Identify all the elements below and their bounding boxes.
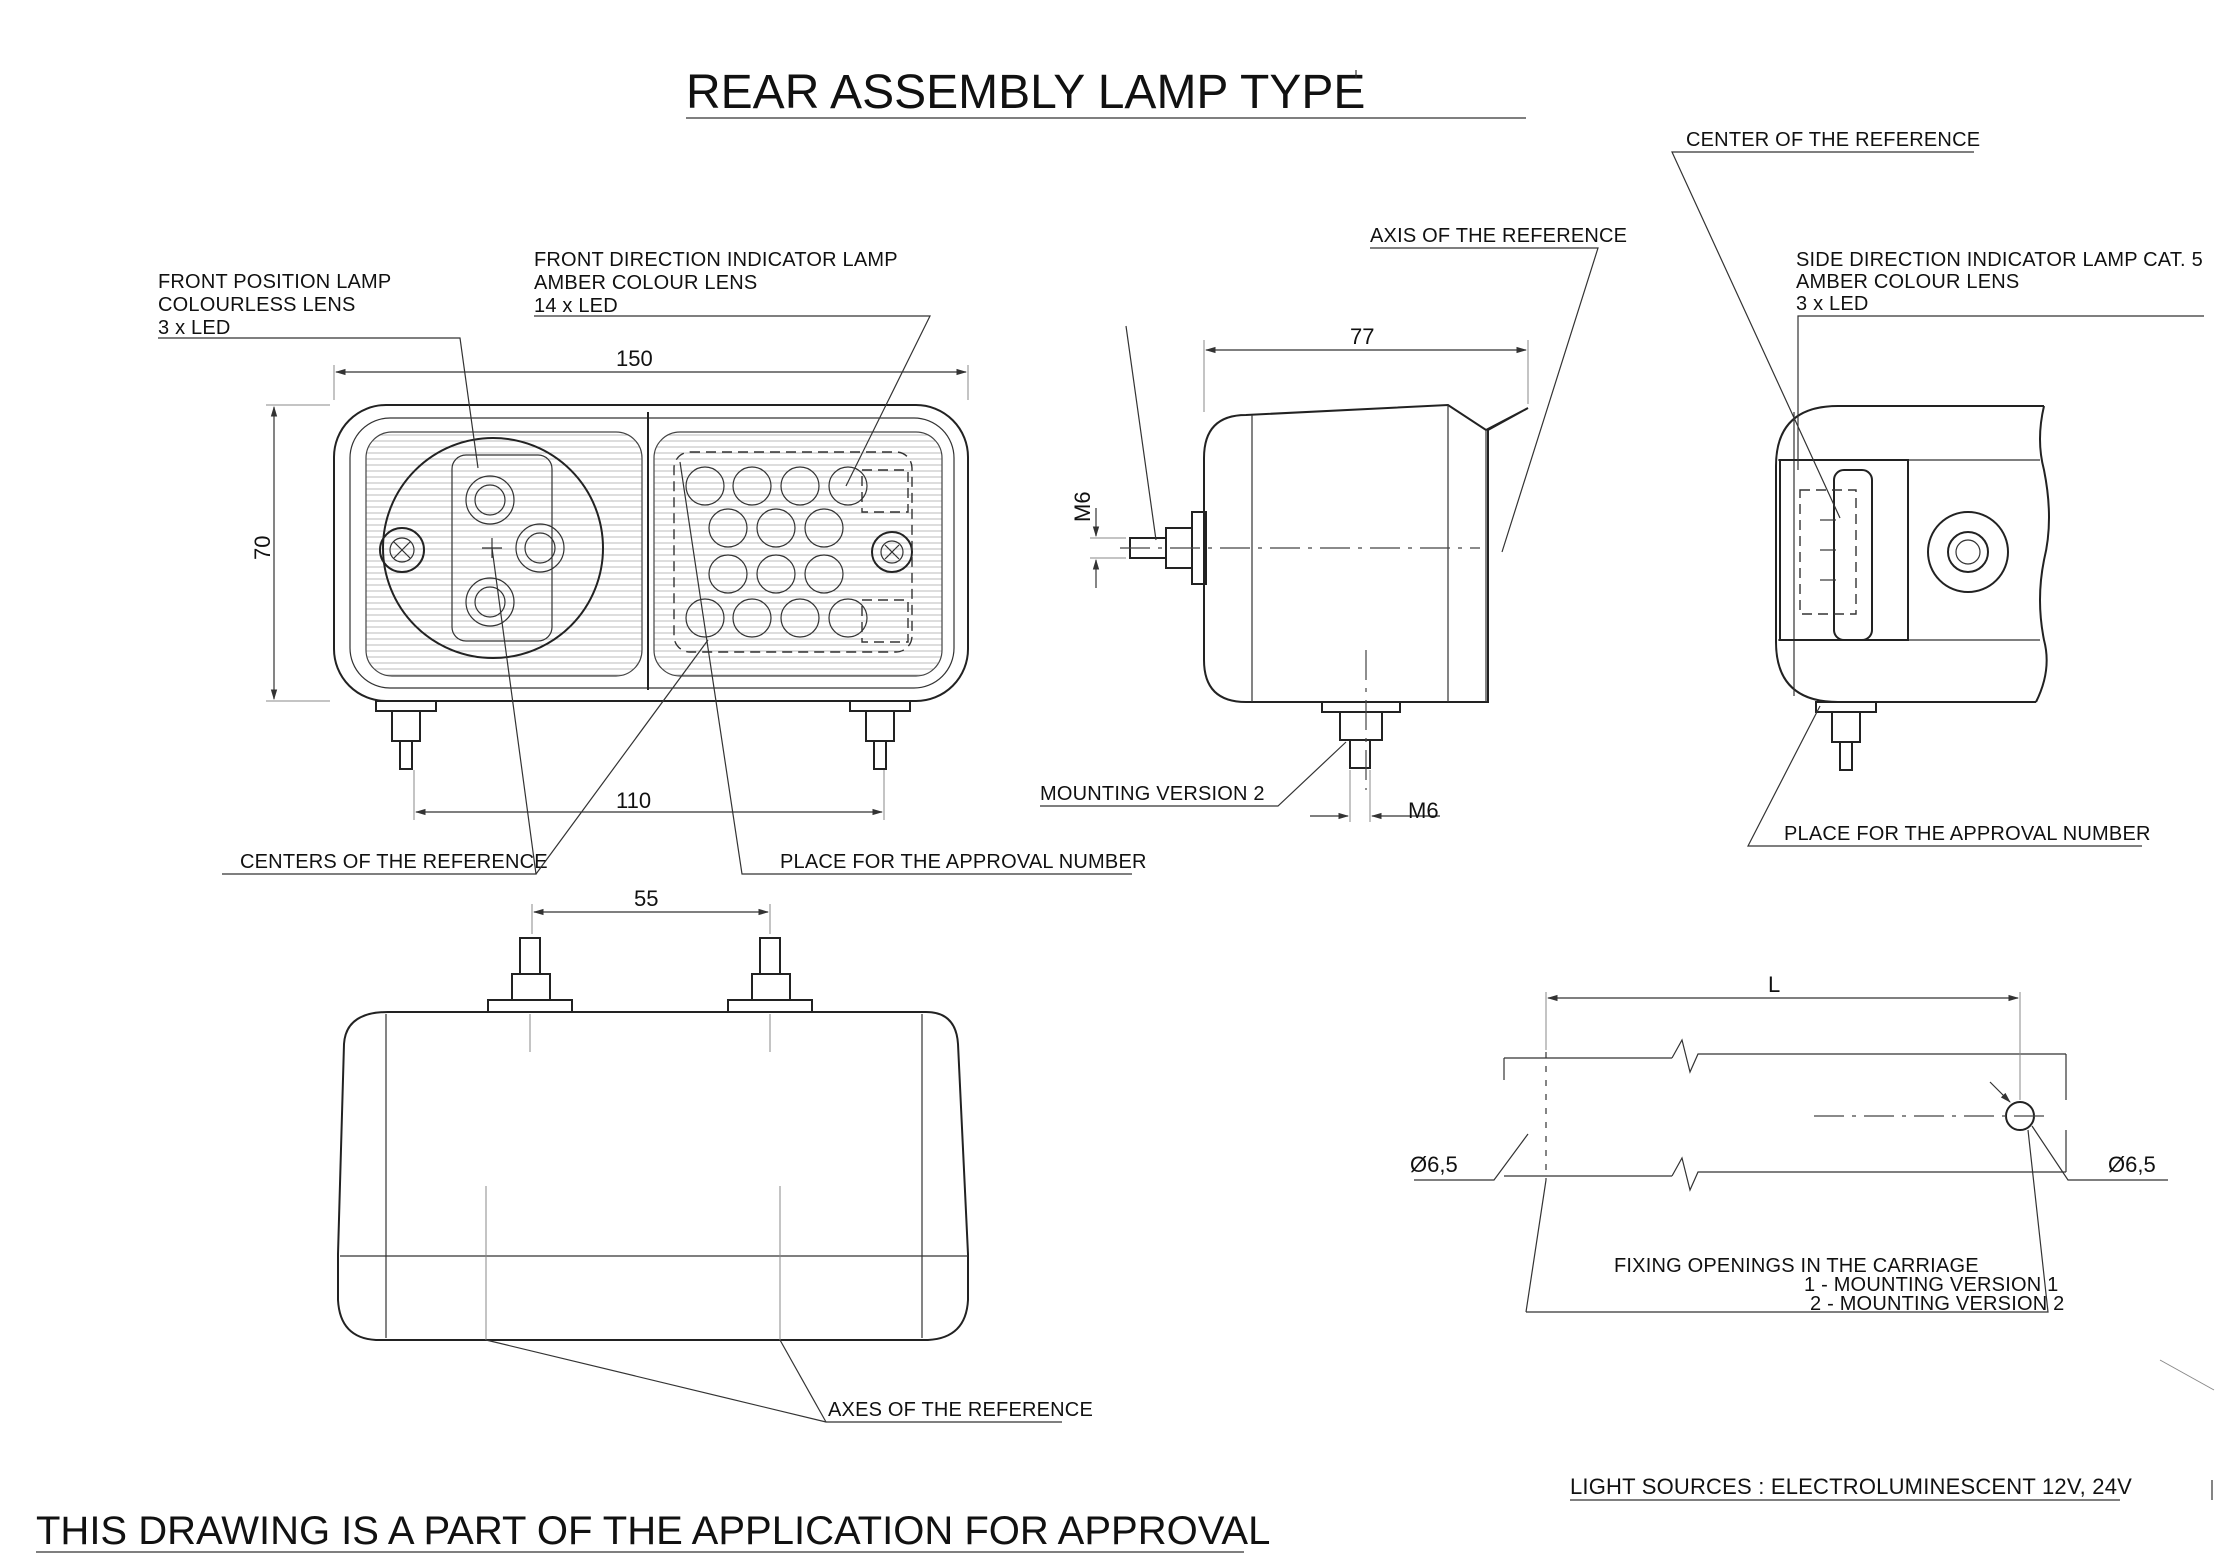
dim-top-stud-spacing: 55 xyxy=(634,886,658,911)
label-front-direction-line1: FRONT DIRECTION INDICATOR LAMP xyxy=(534,249,898,271)
label-side-direction-line1: SIDE DIRECTION INDICATOR LAMP CAT. 5 xyxy=(1796,249,2203,271)
label-center-reference: CENTER OF THE REFERENCE xyxy=(1686,129,1980,151)
label-axis-reference: AXIS OF THE REFERENCE xyxy=(1370,225,1627,247)
front-view xyxy=(266,365,969,820)
label-front-direction-line2: AMBER COLOUR LENS xyxy=(534,272,757,294)
label-centers-reference: CENTERS OF THE REFERENCE xyxy=(240,851,548,873)
label-front-position-line1: FRONT POSITION LAMP xyxy=(158,271,391,293)
dim-hole-left: Ø6,5 xyxy=(1410,1152,1458,1177)
light-sources-note: LIGHT SOURCES : ELECTROLUMINESCENT 12V, … xyxy=(1570,1474,2132,1499)
label-front-position-line2: COLOURLESS LENS xyxy=(158,294,356,316)
footer-note: THIS DRAWING IS A PART OF THE APPLICATIO… xyxy=(36,1509,1270,1553)
label-front-position-line3: 3 x LED xyxy=(158,317,231,339)
label-fixing-line3: 2 - MOUNTING VERSION 2 xyxy=(1810,1293,2064,1315)
dim-hole-right: Ø6,5 xyxy=(2108,1152,2156,1177)
dim-m6-bottom: M6 xyxy=(1408,798,1439,823)
dim-m6-vertical: M6 xyxy=(1070,491,1095,522)
side-indicator-view xyxy=(1775,405,2050,771)
label-fixing-line1: FIXING OPENINGS IN THE CARRIAGE xyxy=(1614,1255,1979,1277)
label-mounting-version-2: MOUNTING VERSION 2 xyxy=(1040,783,1265,805)
label-approval-number: PLACE FOR THE APPROVAL NUMBER xyxy=(780,851,1147,873)
dim-height-front: 70 xyxy=(250,536,275,560)
label-fixing-line2: 1 - MOUNTING VERSION 1 xyxy=(1804,1274,2058,1296)
carriage-view xyxy=(1414,992,2168,1313)
dim-carriage-length: L xyxy=(1768,972,1780,997)
dim-width-front: 150 xyxy=(616,346,653,371)
dim-depth: 77 xyxy=(1350,324,1374,349)
side-view xyxy=(1090,325,1529,822)
label-approval-number-side: PLACE FOR THE APPROVAL NUMBER xyxy=(1784,823,2151,845)
label-axes-reference: AXES OF THE REFERENCE xyxy=(828,1399,1093,1421)
label-side-direction-line3: 3 x LED xyxy=(1796,293,1869,315)
dim-stud-spacing: 110 xyxy=(616,788,651,813)
drawing-title: REAR ASSEMBLY LAMP TYPE xyxy=(686,66,1365,119)
top-view xyxy=(337,904,969,1341)
label-side-direction-line2: AMBER COLOUR LENS xyxy=(1796,271,2019,293)
label-front-direction-line3: 14 x LED xyxy=(534,295,618,317)
